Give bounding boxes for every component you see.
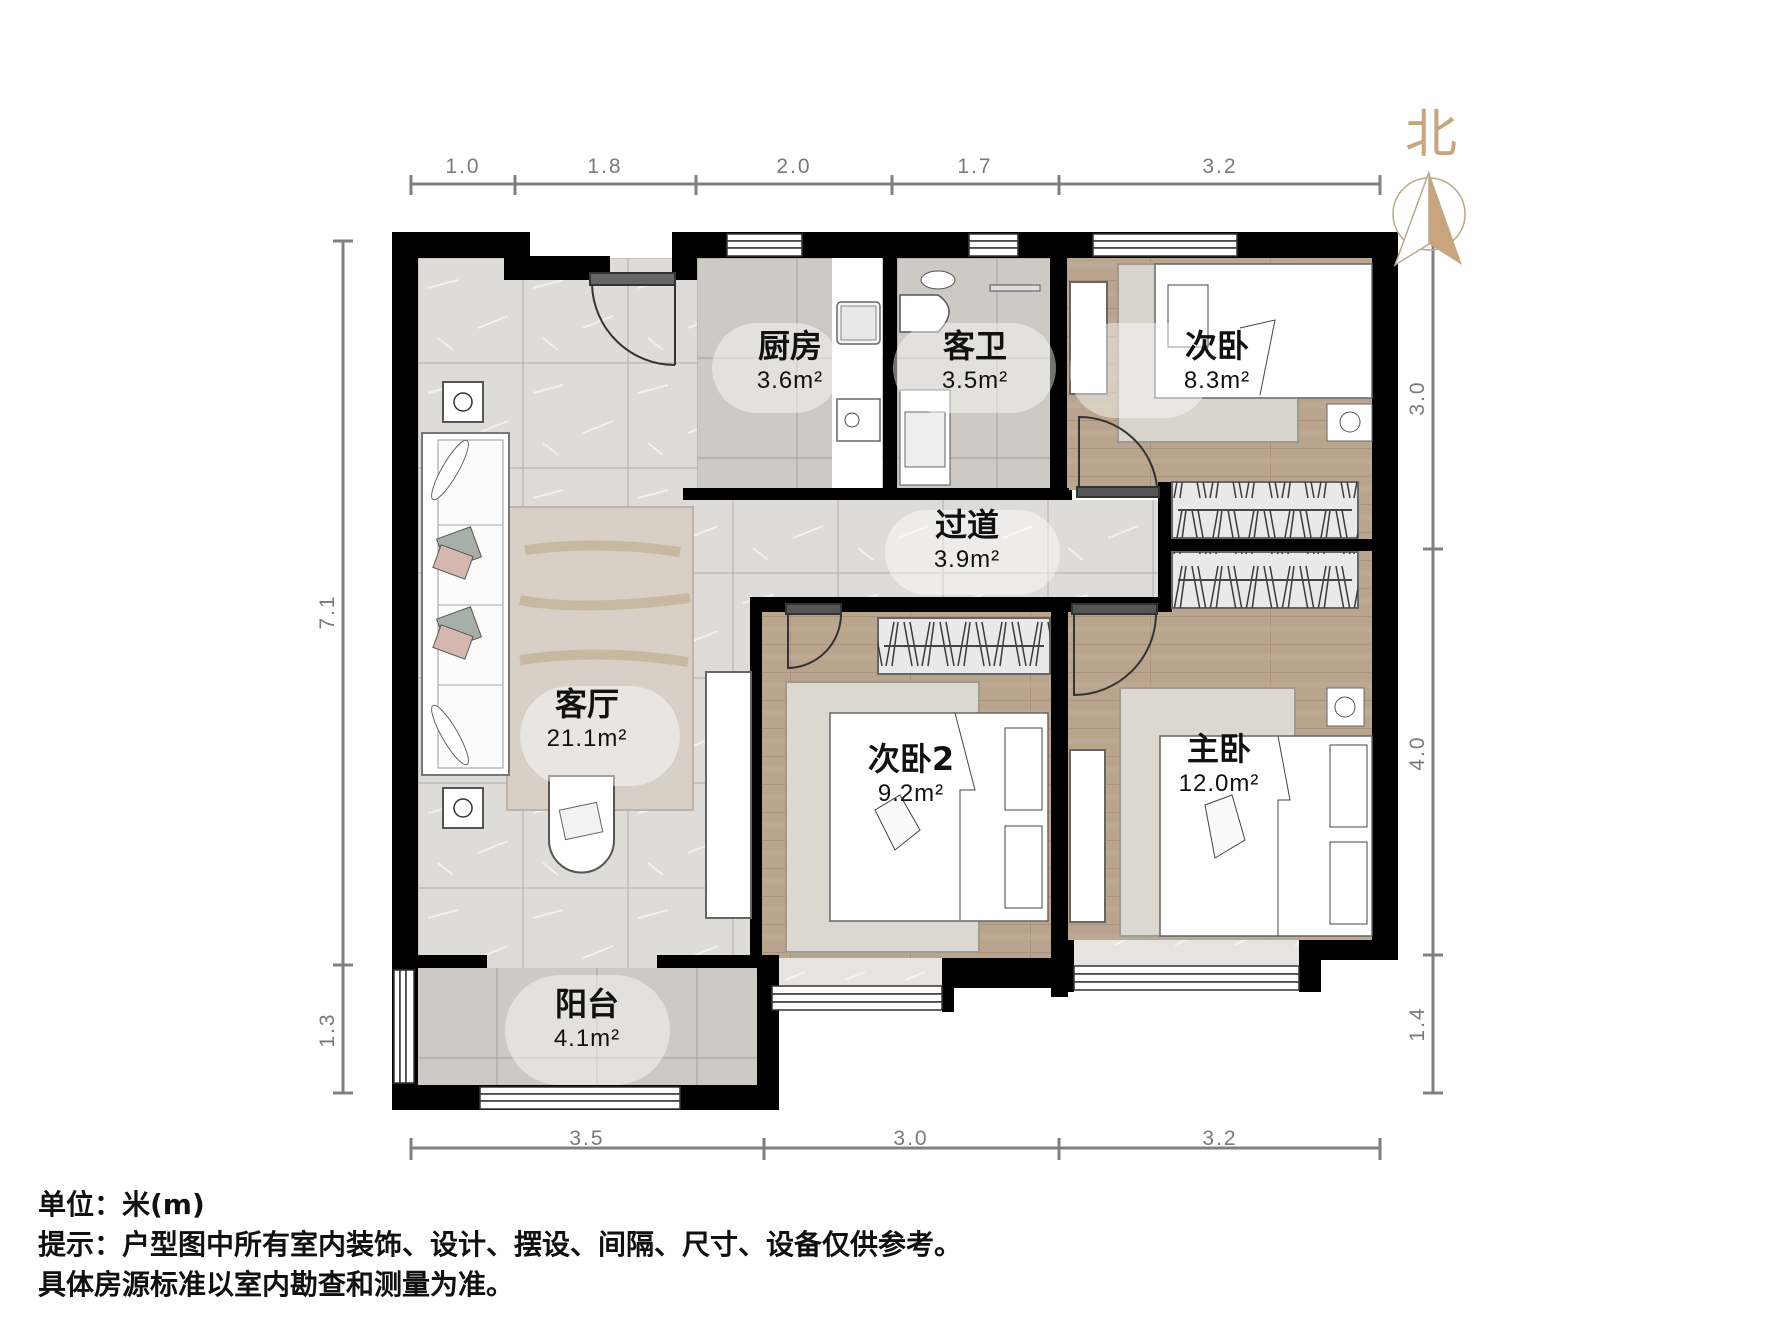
room-area: 8.3m² bbox=[1183, 367, 1251, 394]
room-area: 3.6m² bbox=[756, 367, 824, 394]
room-area: 21.1m² bbox=[546, 725, 628, 752]
room-name: 主卧 bbox=[1186, 730, 1252, 768]
door-master bbox=[1071, 603, 1158, 697]
room-name: 次卧2 bbox=[867, 740, 955, 778]
room-name: 次卧 bbox=[1184, 327, 1250, 365]
room-kitchen: 厨房 3.6m² bbox=[757, 327, 823, 397]
room-master-bedroom: 主卧 12.0m² bbox=[1179, 730, 1260, 800]
unit-note: 单位：米(m) bbox=[38, 1188, 205, 1221]
dim-bottom-3: 3.2 bbox=[1202, 1127, 1238, 1150]
room-area: 4.1m² bbox=[553, 1025, 621, 1052]
dim-left-1: 7.1 bbox=[316, 594, 339, 630]
dimension-lines bbox=[333, 175, 1443, 1160]
dim-right-3: 1.4 bbox=[1406, 1006, 1429, 1042]
compass-icon bbox=[1392, 171, 1466, 267]
room-area: 3.5m² bbox=[941, 367, 1009, 394]
door-bedroom2 bbox=[785, 603, 842, 670]
dim-left-2: 1.3 bbox=[316, 1012, 339, 1048]
label-ovals bbox=[505, 323, 1210, 1085]
room-name: 厨房 bbox=[757, 327, 823, 365]
room-balcony: 阳台 4.1m² bbox=[554, 985, 620, 1055]
window-bedroom2 bbox=[771, 985, 943, 1011]
dim-top-4: 1.7 bbox=[957, 155, 993, 178]
disclaimer-note: 具体房源标准以室内勘查和测量为准。 bbox=[38, 1268, 515, 1301]
furniture bbox=[421, 263, 1373, 937]
window-balcony bbox=[479, 1086, 681, 1110]
room-second-bedroom: 次卧 8.3m² bbox=[1184, 327, 1250, 397]
notes: 单位：米(m) 提示：户型图中所有室内装饰、设计、摆设、间隔、尺寸、设备仅供参考… bbox=[38, 1185, 962, 1305]
window-master bbox=[1073, 965, 1300, 991]
side-table-bottom bbox=[442, 787, 484, 829]
window-kitchen bbox=[726, 233, 803, 257]
dim-bottom-2: 3.0 bbox=[893, 1127, 929, 1150]
dim-top-5: 3.2 bbox=[1202, 155, 1238, 178]
room-name: 客厅 bbox=[554, 685, 620, 723]
door-second-bedroom bbox=[1076, 415, 1160, 498]
dim-top-3: 2.0 bbox=[776, 155, 812, 178]
hint-note: 提示：户型图中所有室内装饰、设计、摆设、间隔、尺寸、设备仅供参考。 bbox=[38, 1228, 963, 1261]
window-balcony-side bbox=[393, 969, 415, 1084]
compass-north-label: 北 bbox=[1405, 105, 1458, 165]
room-area: 3.9m² bbox=[933, 546, 1001, 573]
sofa bbox=[421, 432, 510, 776]
door-entry bbox=[589, 272, 676, 366]
room-name: 过道 bbox=[934, 506, 1000, 544]
room-guest-bath: 客卫 3.5m² bbox=[942, 327, 1008, 397]
room-name: 客卫 bbox=[942, 327, 1008, 365]
room-area: 12.0m² bbox=[1178, 770, 1260, 797]
nightstand-master bbox=[1326, 687, 1365, 727]
room-living-room: 客厅 21.1m² bbox=[547, 685, 628, 755]
room-area: 9.2m² bbox=[877, 780, 945, 807]
windows bbox=[393, 233, 1300, 1110]
doors bbox=[589, 272, 1160, 697]
side-table-top bbox=[442, 381, 484, 423]
window-bath bbox=[968, 233, 1019, 257]
nightstand-second-bedroom bbox=[1326, 403, 1373, 442]
dim-top-2: 1.8 bbox=[587, 155, 623, 178]
dim-top-1: 1.0 bbox=[445, 155, 481, 178]
desk-master bbox=[1069, 749, 1106, 923]
dim-right-2: 4.0 bbox=[1406, 735, 1429, 771]
room-second-bedroom-2: 次卧2 9.2m² bbox=[868, 740, 954, 810]
window-bedroom bbox=[1092, 233, 1238, 257]
room-name: 阳台 bbox=[554, 985, 620, 1023]
dim-right-1: 3.0 bbox=[1406, 380, 1429, 416]
desk-second-bedroom bbox=[1069, 281, 1108, 395]
dim-bottom-1: 3.5 bbox=[569, 1127, 605, 1150]
room-corridor: 过道 3.9m² bbox=[934, 506, 1000, 576]
